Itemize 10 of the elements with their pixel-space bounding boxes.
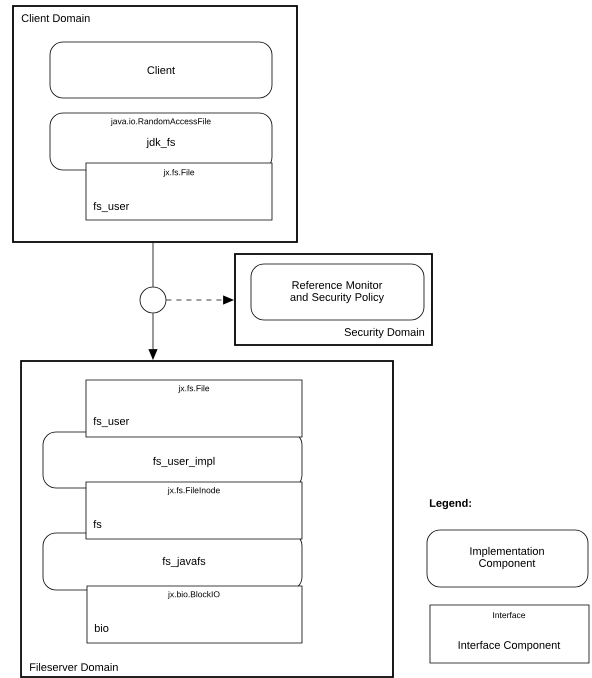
implementation-component: Reference Monitor and Security Policy <box>250 264 424 320</box>
interface-component: jx.fs.File fs_user <box>86 162 272 220</box>
interface-component: jx.fs.File fs_user <box>86 380 302 438</box>
legend-heading: Legend: <box>430 498 471 510</box>
implementation-component: Client <box>50 42 272 98</box>
interface-component: jx.bio.BlockIO bio <box>86 586 302 644</box>
connector-line <box>152 242 154 287</box>
interceptor-circle <box>140 286 166 314</box>
interface-component: Interface Interface Component <box>430 604 590 664</box>
implementation-component: Implementation Component <box>426 530 588 588</box>
